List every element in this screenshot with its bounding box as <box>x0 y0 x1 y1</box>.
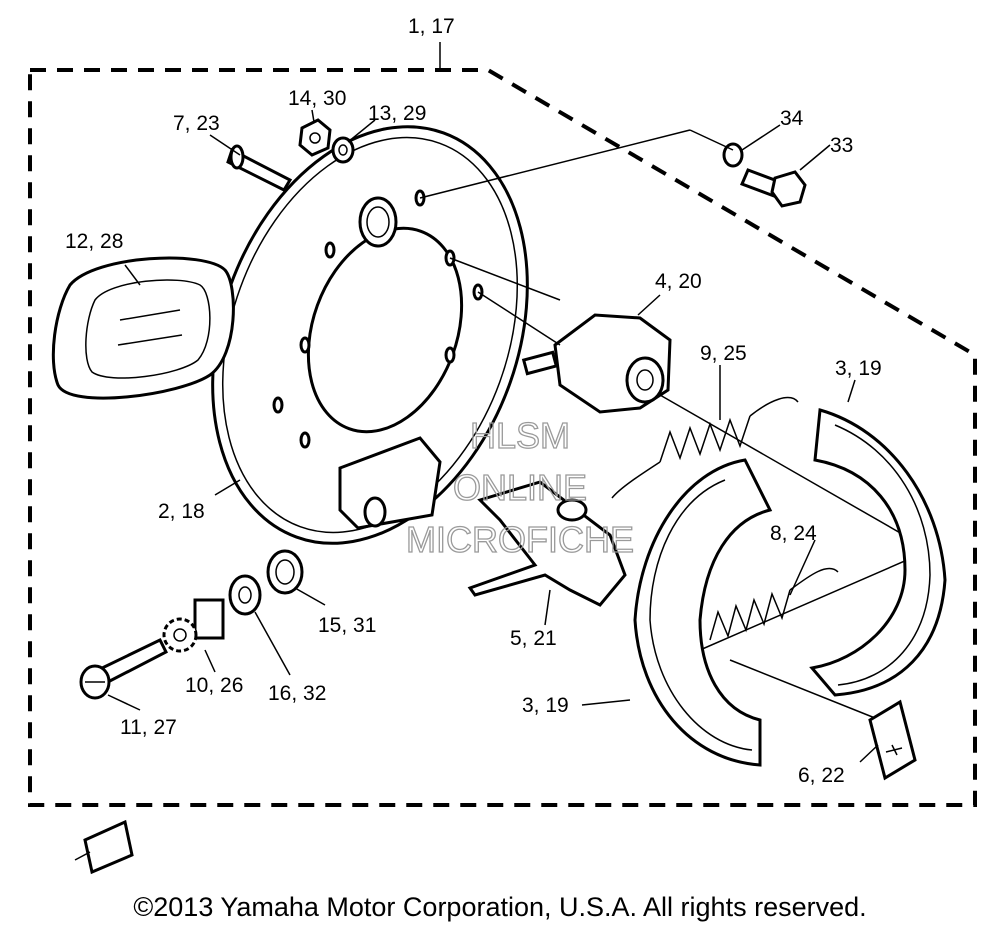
callout-bolt-adjust: 11, 27 <box>120 716 177 739</box>
callout-pin: 7, 23 <box>173 112 220 135</box>
washer-small <box>331 136 355 164</box>
callout-plate: 2, 18 <box>158 500 205 523</box>
front-arrow-icon <box>74 819 134 875</box>
callout-bolt: 33 <box>830 134 853 157</box>
callout-assembly: 1, 17 <box>408 15 455 38</box>
copyright-notice: ©2013 Yamaha Motor Corporation, U.S.A. A… <box>133 892 867 922</box>
nut <box>298 118 332 157</box>
callout-gear: 10, 26 <box>185 674 243 697</box>
lever <box>467 480 627 607</box>
callout-spring-upper: 9, 25 <box>700 342 747 365</box>
callout-washer-mid: 15, 31 <box>318 614 376 637</box>
wheel-cylinder <box>521 313 672 414</box>
callout-lockwasher: 34 <box>780 107 804 130</box>
pad <box>868 699 917 781</box>
watermark-line-3: MICROFICHE <box>406 519 634 560</box>
callout-shoe-upper: 3, 19 <box>835 357 882 380</box>
washer-large <box>228 574 262 616</box>
callout-lever: 5, 21 <box>510 627 557 650</box>
watermark-line-2: ONLINE <box>453 467 587 508</box>
lockwasher <box>722 142 744 168</box>
callout-washer-large: 16, 32 <box>268 682 326 705</box>
watermark-line-1: HLSM <box>470 415 570 456</box>
callout-washer-small: 13, 29 <box>368 102 426 125</box>
washer-mid <box>266 549 304 595</box>
callout-nut: 14, 30 <box>288 87 346 110</box>
assembly-boundary <box>28 68 977 807</box>
adjuster-bolt <box>79 638 169 700</box>
callout-grommet: 12, 28 <box>65 230 123 253</box>
callout-spring-lower: 8, 24 <box>770 522 817 545</box>
grommet <box>51 256 235 400</box>
shoe-lower <box>633 458 773 767</box>
callout-leaders <box>107 109 879 763</box>
adjuster-gear <box>162 598 225 653</box>
spring-lower <box>709 567 839 641</box>
spring-upper <box>611 396 799 499</box>
shoe-upper <box>809 408 947 697</box>
rear-block <box>338 436 442 530</box>
axis-lines <box>419 129 931 721</box>
bolt <box>740 168 807 208</box>
callout-shoe-lower: 3, 19 <box>522 694 569 717</box>
callout-cylinder: 4, 20 <box>655 270 702 293</box>
backing-plate <box>211 125 529 545</box>
callout-pad: 6, 22 <box>798 764 845 787</box>
